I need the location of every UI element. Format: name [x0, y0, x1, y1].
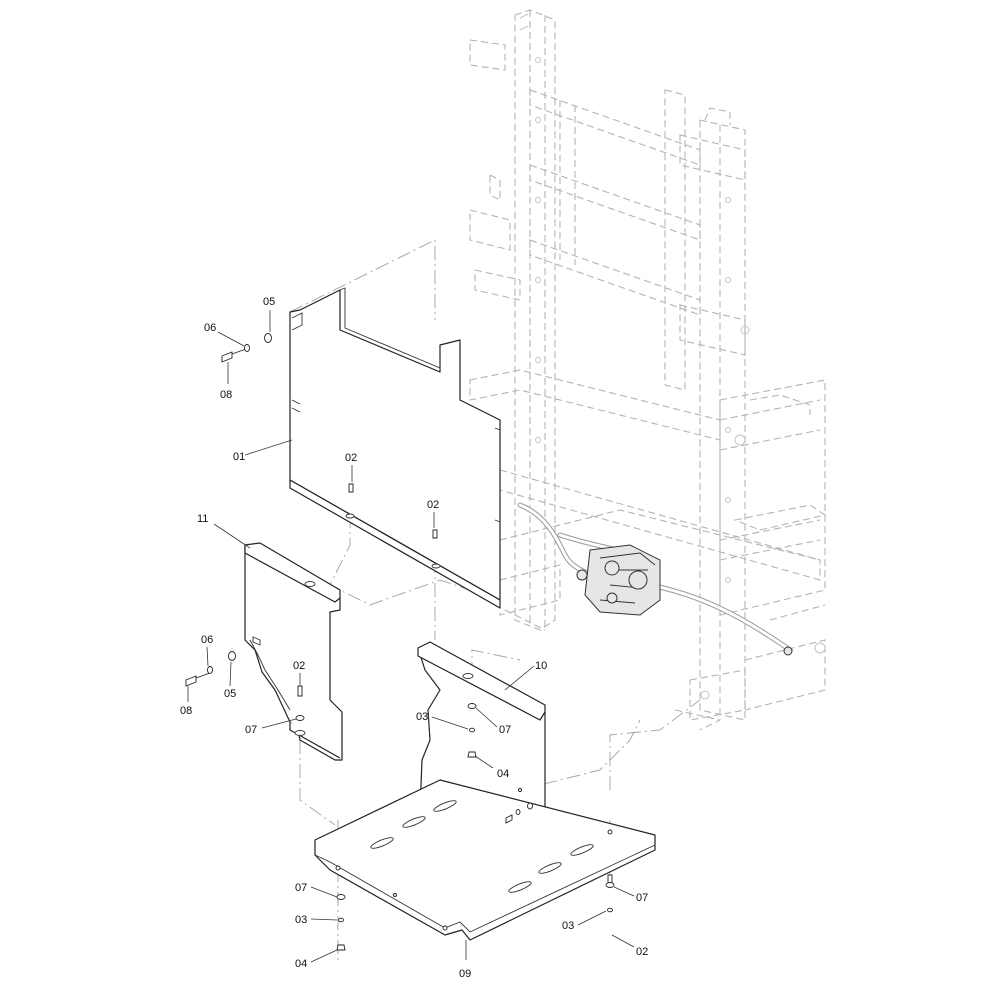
callout-07: 07	[636, 892, 648, 904]
callout-07: 07	[295, 882, 307, 894]
callout-07: 07	[499, 724, 511, 736]
callout-05: 05	[224, 688, 236, 700]
callout-05: 05	[263, 296, 275, 308]
fasteners	[185, 333, 615, 951]
callout-08: 08	[220, 389, 232, 401]
callout-02: 02	[636, 946, 648, 958]
callout-09: 09	[459, 968, 471, 980]
part-01-panel	[289, 287, 501, 609]
callout-07: 07	[245, 724, 257, 736]
callout-02: 02	[345, 452, 357, 464]
ghost-frame	[469, 9, 827, 731]
callout-labels: 01 02 02 02 02 03 03 03 04 04 05 05 06 0…	[180, 296, 648, 980]
part-11-panel	[244, 542, 343, 761]
callout-03: 03	[562, 920, 574, 932]
callout-01: 01	[233, 451, 245, 463]
callout-06: 06	[201, 634, 213, 646]
callout-03: 03	[416, 711, 428, 723]
callout-06: 06	[204, 322, 216, 334]
callout-02: 02	[293, 660, 305, 672]
callout-03: 03	[295, 914, 307, 926]
callout-04: 04	[295, 958, 307, 970]
callout-08: 08	[180, 705, 192, 717]
hydraulic-pump-assembly	[517, 502, 793, 656]
callout-04: 04	[497, 768, 509, 780]
leader-lines	[187, 310, 635, 963]
callout-11: 11	[197, 513, 208, 525]
callout-02: 02	[427, 499, 439, 511]
part-09-base-plate	[314, 779, 656, 941]
callout-10: 10	[535, 660, 547, 672]
